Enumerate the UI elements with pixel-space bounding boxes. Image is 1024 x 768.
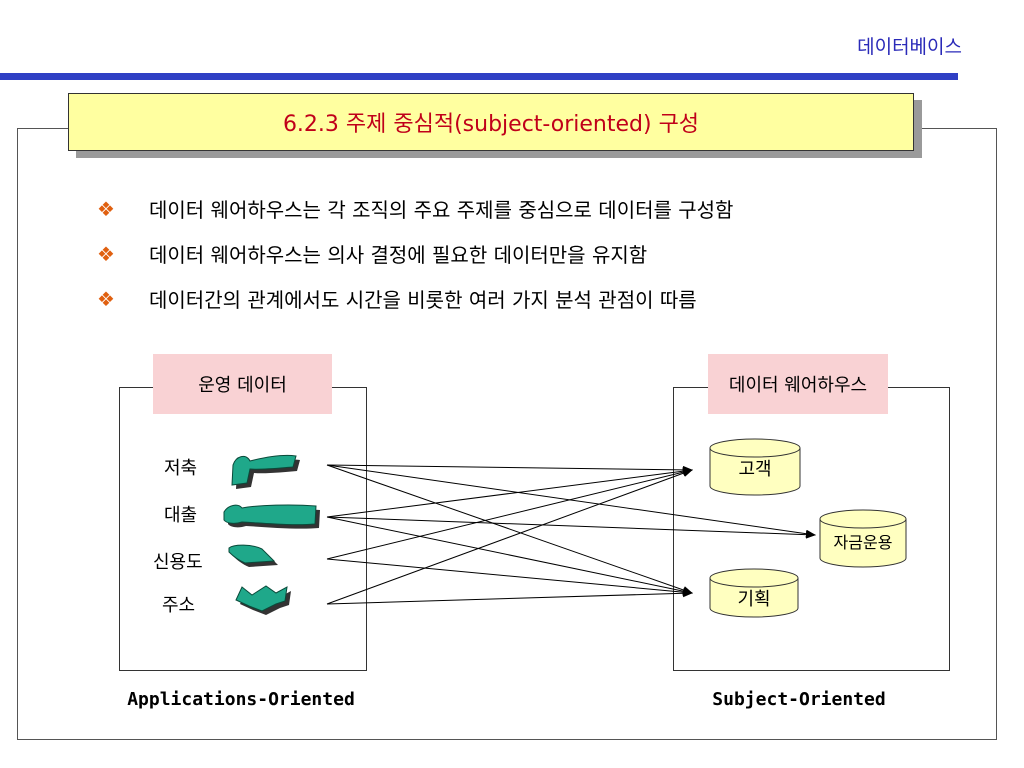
- diamond-cluster-icon: ❖: [97, 241, 115, 266]
- data-warehouse-label: 데이터 웨어하우스: [708, 354, 888, 414]
- bullet-text: 데이터 웨어하우스는 각 조직의 주요 주제를 중심으로 데이터를 구성함: [149, 198, 734, 222]
- operational-data-panel: [119, 387, 367, 671]
- connector-line: [326, 467, 693, 518]
- fund-management-label: 자금운용: [834, 533, 893, 552]
- planning-label: 기획: [737, 589, 770, 610]
- loan-shape: [223, 504, 320, 529]
- bullet-item: ❖ 데이터간의 관계에서도 시간을 비롯한 여러 가지 분석 관점이 따름: [97, 284, 697, 313]
- diamond-cluster-icon: ❖: [97, 286, 115, 311]
- connector-line: [326, 469, 693, 605]
- connector-line: [326, 558, 693, 597]
- diamond-cluster-icon: ❖: [97, 196, 115, 221]
- savings-label: 저축: [164, 458, 197, 479]
- bullet-item: ❖ 데이터 웨어하우스는 의사 결정에 필요한 데이터만을 유지함: [97, 239, 647, 268]
- customer-label: 고객: [738, 459, 771, 480]
- header-accent-bar: [0, 73, 958, 80]
- address-label: 주소: [162, 595, 195, 616]
- bullet-item: ❖ 데이터 웨어하우스는 각 조직의 주요 주제를 중심으로 데이터를 구성함: [97, 194, 733, 223]
- subject-oriented-caption: Subject-Oriented: [712, 689, 885, 710]
- connector-line: [326, 464, 693, 594]
- bullet-text: 데이터 웨어하우스는 의사 결정에 필요한 데이터만을 유지함: [149, 243, 648, 267]
- connector-line: [326, 516, 693, 596]
- credit-label: 신용도: [153, 552, 203, 573]
- connector-line: [326, 464, 693, 474]
- connector-line: [326, 589, 693, 605]
- connector-line: [326, 516, 816, 539]
- connector-line: [326, 468, 693, 560]
- bullet-text: 데이터간의 관계에서도 시간을 비롯한 여러 가지 분석 관점이 따름: [149, 288, 697, 312]
- operational-data-label: 운영 데이터: [153, 354, 332, 414]
- credit-shape: [228, 544, 278, 567]
- loan-label: 대출: [164, 505, 197, 526]
- applications-oriented-caption: Applications-Oriented: [127, 689, 355, 710]
- slide-title: 6.2.3 주제 중심적(subject-oriented) 구성: [68, 93, 914, 151]
- address-shape: [235, 585, 291, 615]
- header-label: 데이터베이스: [857, 36, 962, 58]
- savings-shape: [231, 455, 300, 489]
- fund-management-cylinder: 자금운용: [819, 509, 907, 568]
- planning-cylinder: 기획: [709, 568, 799, 618]
- customer-cylinder: 고객: [709, 438, 801, 496]
